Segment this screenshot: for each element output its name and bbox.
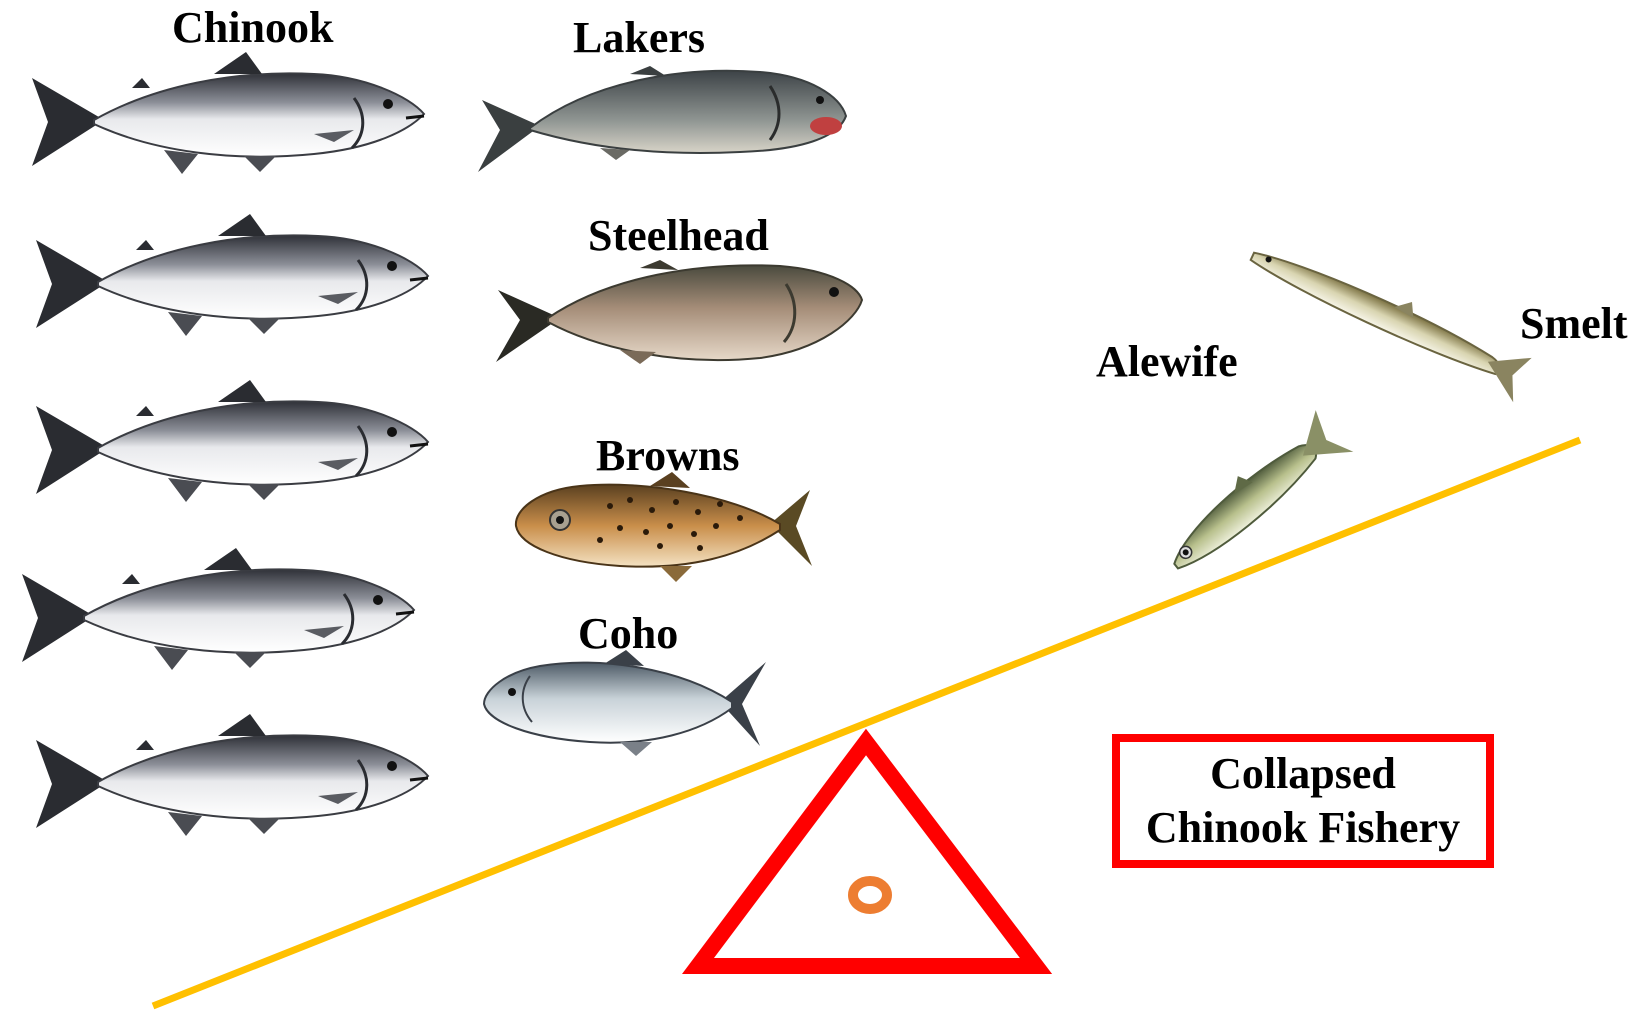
label-browns: Browns: [596, 434, 739, 478]
chinook-fish-image: [32, 52, 424, 174]
coho-fish-image: [484, 650, 766, 756]
chinook-fish-image: [36, 214, 428, 336]
chinook-fish-image: [36, 380, 428, 502]
label-chinook: Chinook: [172, 6, 333, 50]
label-steelhead: Steelhead: [588, 214, 769, 258]
label-lakers: Lakers: [573, 16, 705, 60]
steelhead-fish-image: [496, 260, 862, 364]
label-alewife: Alewife: [1096, 340, 1238, 384]
chinook-fish-image: [22, 548, 414, 670]
pivot-ring: [853, 881, 887, 909]
smelt-fish-image: [1243, 233, 1533, 402]
laker-fish-image: [478, 66, 846, 172]
label-smelt: Smelt: [1520, 302, 1628, 346]
callout-line-1: Collapsed: [1146, 747, 1460, 801]
label-coho: Coho: [578, 612, 678, 656]
callout-line-2: Chinook Fishery: [1146, 801, 1460, 855]
alewife-fish-image: [1153, 408, 1353, 581]
brown-trout-fish-image: [516, 472, 812, 582]
chinook-fish-image: [36, 714, 428, 836]
seesaw-beam: [153, 440, 1580, 1006]
fulcrum-triangle: [698, 742, 1036, 966]
callout-text: Collapsed Chinook Fishery: [1146, 747, 1460, 855]
collapsed-fishery-callout: Collapsed Chinook Fishery: [1112, 734, 1494, 868]
